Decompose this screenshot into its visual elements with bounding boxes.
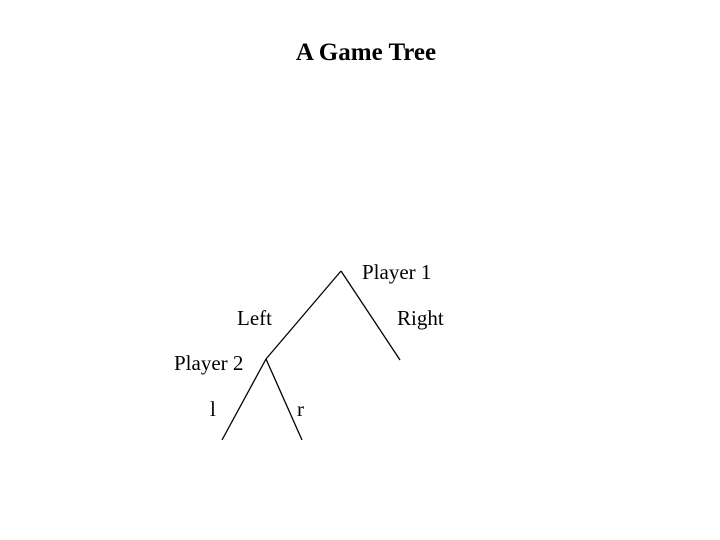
branch-label-l: l — [210, 397, 216, 421]
edge-p2-left — [221, 358, 267, 441]
edge-root-right — [340, 270, 401, 361]
edge-p2-right — [265, 358, 303, 441]
slide-title: A Game Tree — [295, 39, 437, 66]
branch-label-left: Left — [237, 306, 272, 330]
branch-label-right: Right — [397, 306, 444, 330]
edge-root-left — [265, 270, 342, 360]
node-label-player-2: Player 2 — [174, 351, 244, 375]
branch-label-r: r — [297, 397, 304, 421]
node-label-player-1: Player 1 — [362, 260, 432, 284]
